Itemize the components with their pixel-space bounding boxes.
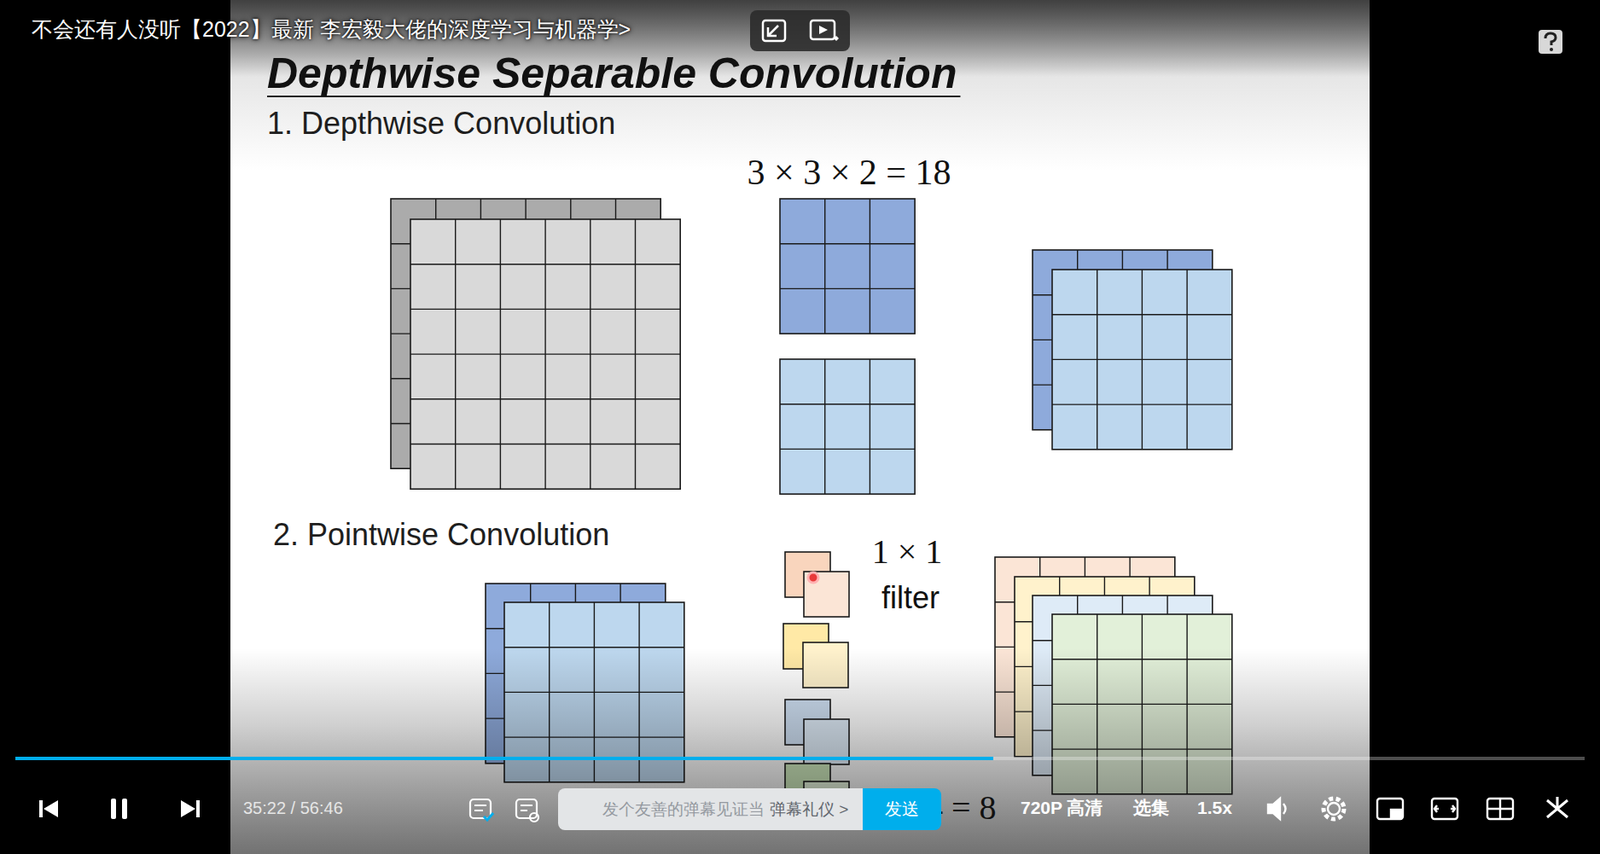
danmaku-input-text: 发个友善的弹幕见证当 xyxy=(602,798,765,821)
time-display: 35:22 / 56:46 xyxy=(243,798,344,819)
param-count: 3 × 3 × 2 = 18 xyxy=(746,151,951,193)
grid-layer xyxy=(779,198,915,334)
grid-lines xyxy=(779,198,915,334)
section-heading: 1. Depthwise Convolution xyxy=(267,105,616,141)
episode-button: 选集 xyxy=(1133,797,1170,819)
grid-layer xyxy=(779,359,915,495)
setting-icons xyxy=(1268,797,1568,820)
progress-track xyxy=(15,756,1585,761)
progress-fill xyxy=(15,756,994,761)
filter-label: filter xyxy=(881,580,940,616)
filter-size: 1 × 1 xyxy=(872,532,943,572)
send-button-text: 发送 xyxy=(884,797,920,821)
grid-layer xyxy=(410,219,681,489)
bottom-shade xyxy=(0,648,1600,854)
speed-button: 1.5x xyxy=(1197,797,1233,819)
grid-lines xyxy=(410,219,681,489)
grid-layer xyxy=(803,571,850,617)
danmaku-icons xyxy=(470,799,539,822)
playback-icons xyxy=(39,798,200,820)
grid-lines xyxy=(779,359,915,495)
help-icon xyxy=(1538,29,1563,54)
video-title: 不会还有人没听【2022】最新 李宏毅大佬的深度学习与机器学> xyxy=(31,17,631,42)
grid-layer xyxy=(1052,269,1233,450)
pointer-dot xyxy=(808,572,819,583)
slide-title: Depthwise Separable Convolution xyxy=(267,49,957,99)
danmaku-input-text: 弹幕礼仪 > xyxy=(769,798,849,821)
quality-button: 720P 高清 xyxy=(1020,797,1104,819)
section-heading: 2. Pointwise Convolution xyxy=(273,517,610,553)
danmaku-input: 发个友善的弹幕见证当弹幕礼仪 > xyxy=(558,788,863,831)
grid-lines xyxy=(1052,269,1233,450)
top-icons xyxy=(750,10,850,52)
send-button: 发送 xyxy=(862,788,942,831)
